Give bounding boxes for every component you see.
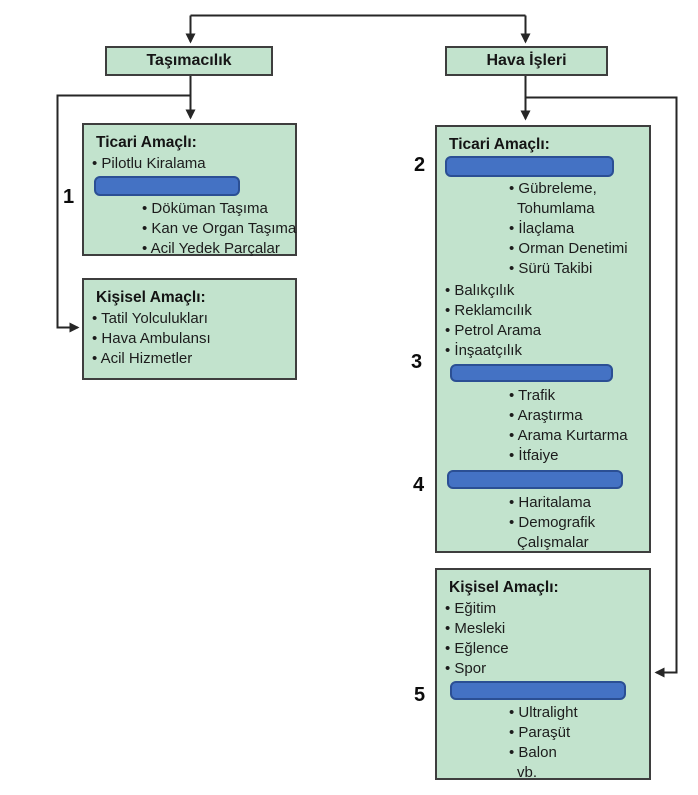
blank-number-3: 3 xyxy=(411,351,423,373)
answer-blank-4[interactable] xyxy=(447,470,623,489)
list-item: • Gübreleme, xyxy=(509,180,597,197)
node-hava-isleri-label: Hava İşleri xyxy=(486,52,567,69)
answer-blank-1[interactable] xyxy=(94,176,240,196)
list-item: • İtfaiye xyxy=(509,447,559,464)
list-item: • Petrol Arama xyxy=(445,322,542,339)
list-item: • Tatil Yolculukları xyxy=(92,310,208,327)
list-item: • Reklamcılık xyxy=(445,302,532,319)
list-item: • Kan ve Organ Taşıma xyxy=(142,220,297,237)
list-item: • Ultralight xyxy=(509,704,578,721)
list-item: • Döküman Taşıma xyxy=(142,200,268,217)
list-item: • İnşaatçılık xyxy=(445,342,522,359)
list-item: • Mesleki xyxy=(445,620,506,637)
answer-blank-5[interactable] xyxy=(450,681,626,700)
list-item: • Spor xyxy=(445,660,487,677)
list-item: • Eğlence xyxy=(445,640,509,657)
list-item: • Trafik xyxy=(509,387,556,404)
node-tasimacilik: Taşımacılık xyxy=(105,46,273,76)
list-item: • Acil Yedek Parçalar xyxy=(142,240,280,257)
blank-number-4: 4 xyxy=(413,474,425,496)
blank-number-1: 1 xyxy=(63,186,75,208)
list-item: Çalışmalar xyxy=(517,534,589,551)
list-item: • Orman Denetimi xyxy=(509,240,628,257)
list-item: • Haritalama xyxy=(509,494,591,511)
blank-number-2: 2 xyxy=(414,154,426,176)
box-title: Ticari Amaçlı: xyxy=(449,136,550,153)
list-item: Tohumlama xyxy=(517,200,595,217)
left-commercial-box: Ticari Amaçlı: • Pilotlu Kiralama • Dökü… xyxy=(82,123,297,257)
list-item: • Demografik xyxy=(509,514,596,531)
list-item: • Balon xyxy=(509,744,557,761)
answer-blank-3[interactable] xyxy=(450,364,613,382)
connector-aerial-to-personal xyxy=(525,96,678,678)
right-personal-box: Kişisel Amaçlı: • Eğitim • Mesleki • Eğl… xyxy=(435,568,651,781)
list-item: • Arama Kurtarma xyxy=(509,427,628,444)
box-title: Ticari Amaçlı: xyxy=(96,134,197,151)
left-personal-box: Kişisel Amaçlı: • Tatil Yolculukları • H… xyxy=(82,278,297,380)
box-title: Kişisel Amaçlı: xyxy=(449,579,559,596)
list-item: • Paraşüt xyxy=(509,724,571,741)
list-item: • Sürü Takibi xyxy=(509,260,593,277)
list-item: • Pilotlu Kiralama xyxy=(92,155,206,172)
answer-blank-2[interactable] xyxy=(445,156,614,177)
list-item: • Acil Hizmetler xyxy=(92,350,193,367)
list-item: • Hava Ambulansı xyxy=(92,330,211,347)
node-hava-isleri: Hava İşleri xyxy=(445,46,608,76)
list-item: • Eğitim xyxy=(445,600,497,617)
box-title: Kişisel Amaçlı: xyxy=(96,289,206,306)
list-item: • Araştırma xyxy=(509,407,583,424)
list-item: • Balıkçılık xyxy=(445,282,515,299)
blank-number-5: 5 xyxy=(414,684,426,706)
list-item: vb. xyxy=(517,764,538,781)
list-item: • İlaçlama xyxy=(509,220,575,237)
node-tasimacilik-label: Taşımacılık xyxy=(146,52,232,69)
right-commercial-box: Ticari Amaçlı: • Gübreleme, Tohumlama • … xyxy=(435,125,651,553)
connector-transport-to-personal xyxy=(56,94,191,333)
